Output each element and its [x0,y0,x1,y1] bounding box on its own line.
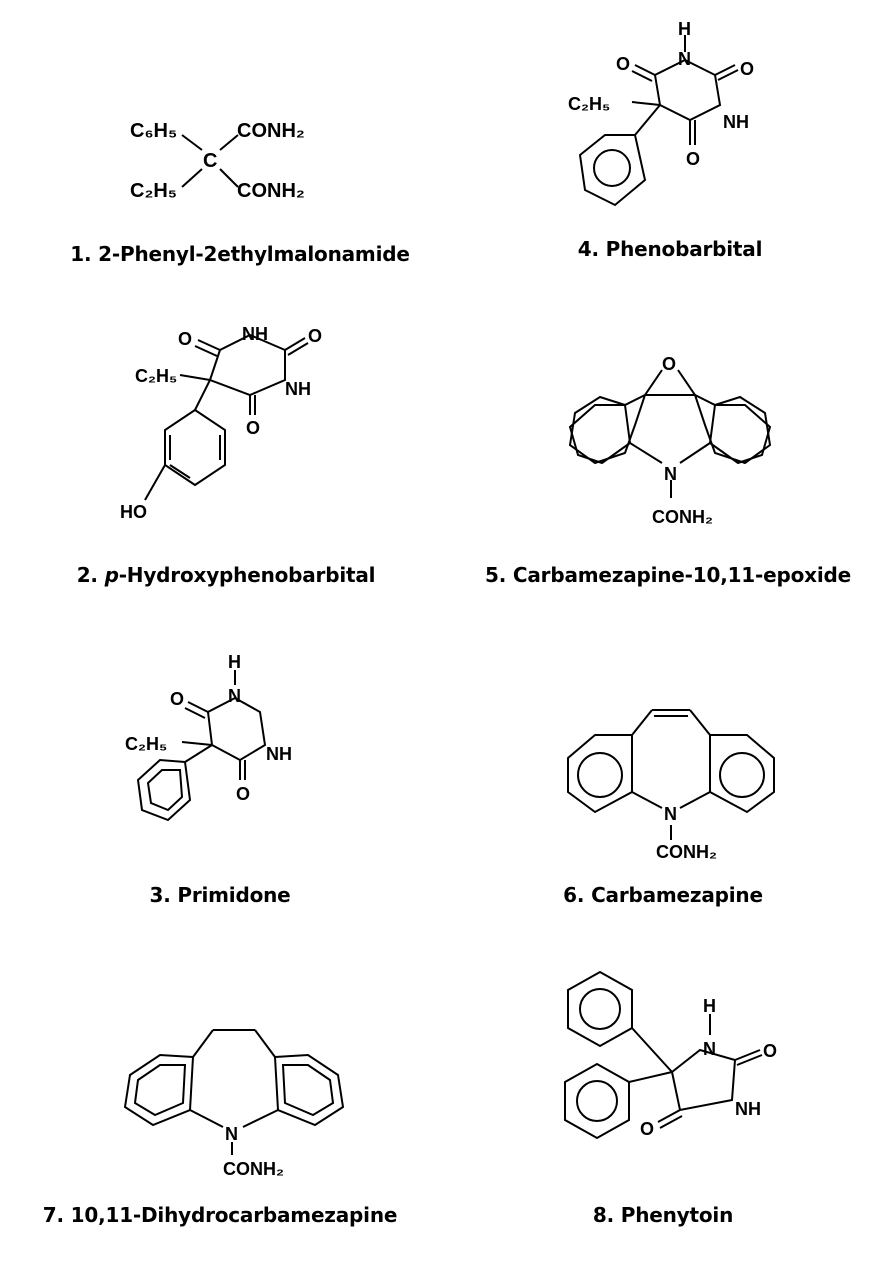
atom-label: O [616,54,630,74]
caption-compound-5: 5. Carbamezapine-10,11-epoxide [485,563,851,587]
caption-compound-3: 3. Primidone [149,883,291,907]
atom-label: N [678,49,691,69]
caption-compound-8: 8. Phenytoin [592,1203,734,1227]
atom-label: H [703,996,716,1016]
atom-label: NH [735,1099,761,1119]
atom-label: HO [120,502,147,522]
atom-label: C₂H₅ [130,180,177,202]
atom-label: O [740,59,754,79]
structure-2-p-hydroxyphenobarbital: O NH O NH O C₂H₅ HO [120,324,322,522]
atom-label: CONH₂ [223,1159,284,1179]
atom-label: N [703,1039,716,1059]
atom-label: O [662,354,676,374]
structure-6-carbamezapine: N CONH₂ [567,709,775,862]
atom-label: H [678,19,691,39]
caption-compound-4: 4. Phenobarbital [577,237,763,261]
atom-label: O [236,784,250,804]
structure-5-carbamezapine-epoxide: O N CONH₂ [568,354,772,527]
atom-label: C₆H₅ [130,120,177,142]
atom-label: O [308,326,322,346]
atom-label: H [228,652,241,672]
structure-1-phenylethylmalonamide: C₆H₅ C₂H₅ C CONH₂ CONH₂ [130,120,305,202]
atom-label: O [640,1119,654,1139]
atom-label: N [228,686,241,706]
atom-label: O [763,1041,777,1061]
structure-4-phenobarbital: H N O O NH O C₂H₅ [568,19,754,207]
atom-label: NH [723,112,749,132]
structure-7-dihydrocarbamezapine: N CONH₂ [123,1029,345,1179]
atom-label: CONH₂ [237,120,305,142]
structure-3-primidone: H N O NH O C₂H₅ [125,652,292,822]
atom-label: N [664,464,677,484]
atom-label: CONH₂ [237,180,305,202]
atom-label: C₂H₅ [135,366,177,386]
caption-compound-2: 2. p-Hydroxyphenobarbital [76,563,376,587]
atom-label: N [664,804,677,824]
atom-label: C₂H₅ [125,734,167,754]
atom-label: CONH₂ [652,507,713,527]
caption-compound-6: 6. Carbamezapine [563,883,763,907]
atom-label: O [686,149,700,169]
atom-label: N [225,1124,238,1144]
atom-label: NH [266,744,292,764]
caption-compound-7: 7. 10,11-Dihydrocarbamezapine [42,1203,398,1227]
atom-label: O [246,418,260,438]
atom-label: O [178,329,192,349]
atom-label: NH [242,324,268,344]
atom-label: O [170,689,184,709]
atom-label: C₂H₅ [568,94,610,114]
caption-compound-1: 1. 2-Phenyl-2ethylmalonamide [70,242,410,266]
atom-label: NH [285,379,311,399]
atom-label: C [203,150,217,172]
atom-label: CONH₂ [656,842,717,862]
structure-8-phenytoin: H N O NH O [564,970,777,1140]
